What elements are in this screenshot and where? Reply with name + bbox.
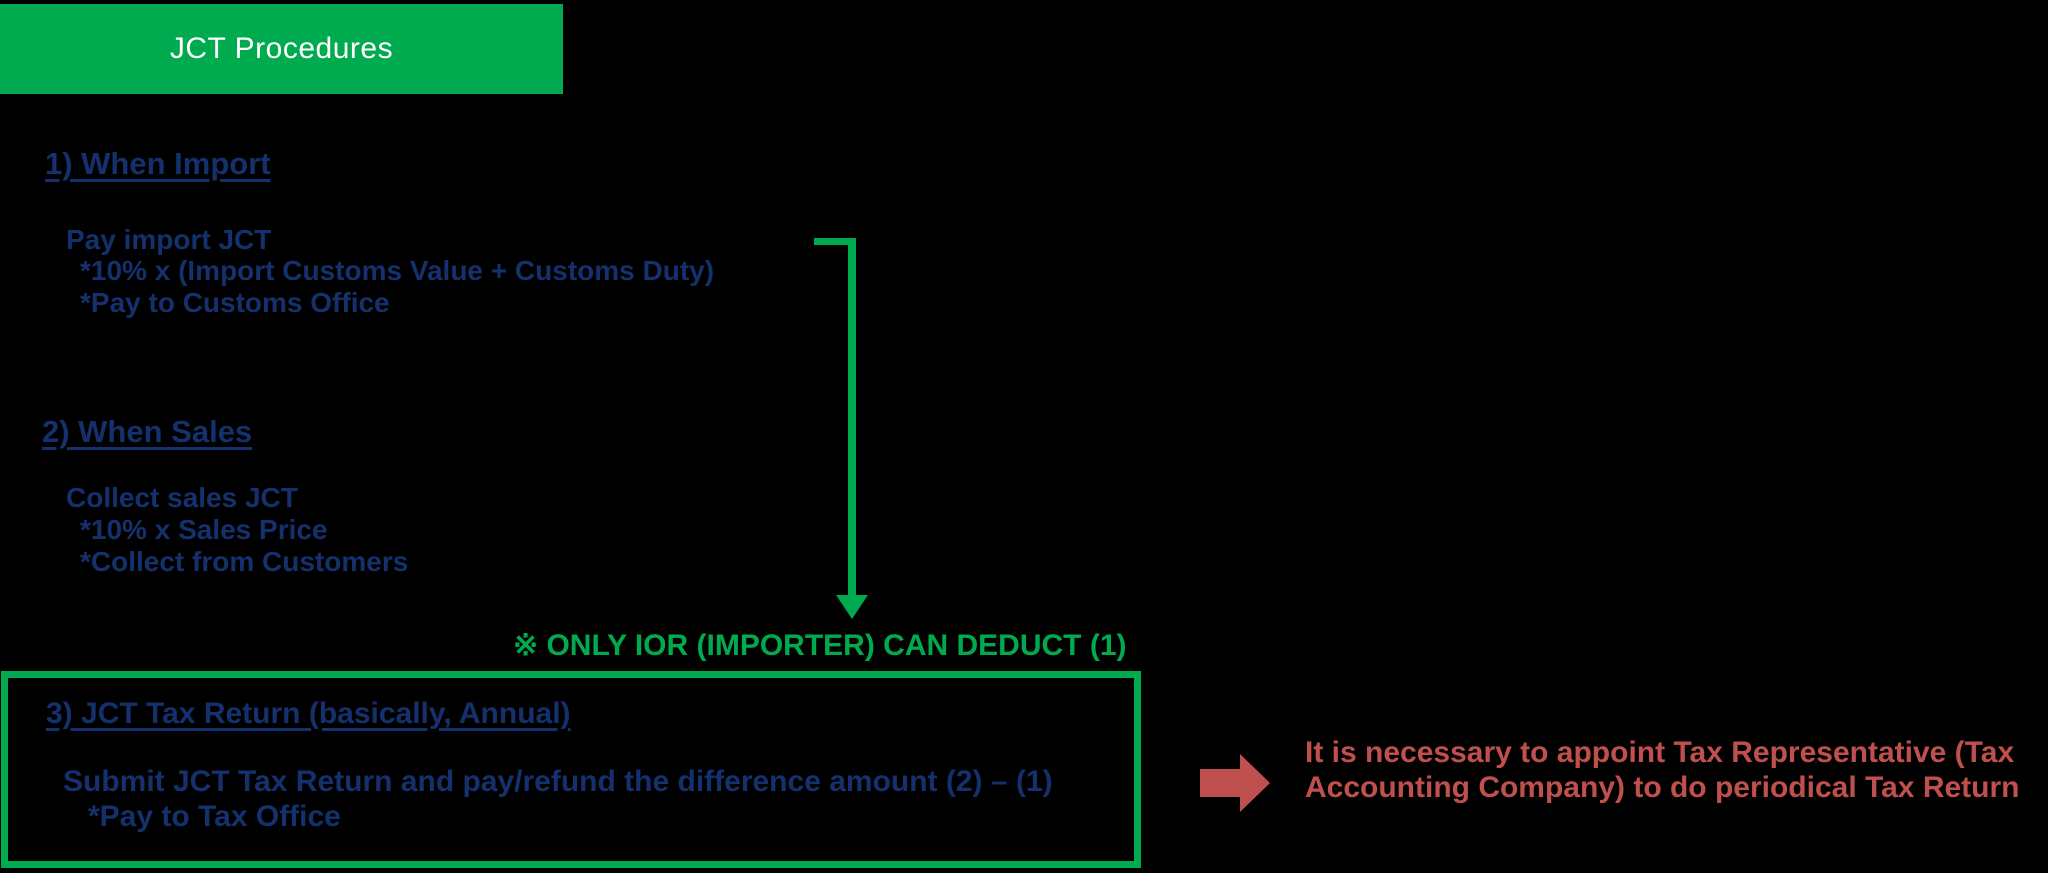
section-sales-line3: *Collect from Customers (80, 546, 409, 577)
callout-line1: It is necessary to appoint Tax Represent… (1305, 736, 2015, 769)
title-bar: JCT Procedures (0, 4, 563, 94)
section-sales-heading: 2) When Sales (42, 414, 253, 449)
section-tax-return-line1: Submit JCT Tax Return and pay/refund the… (63, 765, 1053, 798)
section-import-line3: *Pay to Customs Office (80, 287, 390, 318)
section-sales-line1: Collect sales JCT (66, 482, 298, 513)
tax-representative-callout: It is necessary to appoint Tax Represent… (1305, 735, 2035, 805)
right-arrow-head (1240, 754, 1270, 812)
section-tax-return-line2: *Pay to Tax Office (88, 800, 341, 833)
callout-line2: Accounting Company) to do periodical Tax… (1305, 771, 2020, 804)
section-import-line2: *10% x (Import Customs Value + Customs D… (80, 255, 715, 286)
section-import-line1: Pay import JCT (66, 224, 272, 255)
page-title: JCT Procedures (169, 32, 394, 65)
down-arrow-horizontal-segment (814, 238, 856, 245)
right-arrow-body (1200, 769, 1240, 797)
section-tax-return-heading: 3) JCT Tax Return (basically, Annual) (46, 697, 571, 730)
deduct-note: ※ ONLY IOR (IMPORTER) CAN DEDUCT (1) (513, 629, 1127, 662)
down-arrow-vertical-segment (848, 238, 856, 595)
down-arrow-head (836, 595, 868, 619)
tax-return-outline-box (1, 671, 1141, 868)
section-sales-line2: *10% x Sales Price (80, 514, 328, 545)
section-import-heading: 1) When Import (45, 146, 271, 181)
